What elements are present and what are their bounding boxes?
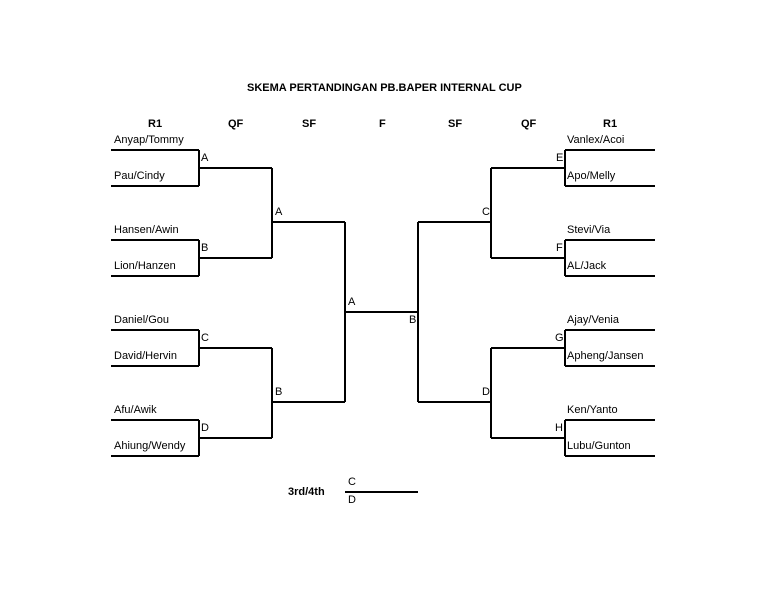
match-label: B (201, 242, 209, 254)
player-right: Stevi/Via (567, 224, 611, 236)
player-right: Apheng/Jansen (567, 350, 644, 362)
player-right: Vanlex/Acoi (567, 134, 625, 146)
player-right: Ajay/Venia (567, 314, 619, 326)
match-label: F (556, 242, 563, 254)
player-right: Lubu/Gunton (567, 440, 631, 452)
header-r1-right: R1 (603, 118, 618, 130)
match-label: B (409, 314, 417, 326)
header-sf-left: SF (302, 118, 317, 130)
match-label: A (275, 206, 283, 218)
player-right: AL/Jack (567, 260, 607, 272)
header-qf-right: QF (521, 118, 537, 130)
match-label: B (275, 386, 283, 398)
third-place-bottom: D (348, 494, 356, 506)
match-label: C (482, 206, 490, 218)
match-label: D (482, 386, 490, 398)
header-qf-left: QF (228, 118, 244, 130)
third-place-label: 3rd/4th (288, 486, 325, 498)
player-left: Pau/Cindy (114, 170, 165, 182)
player-left: Afu/Awik (114, 404, 157, 416)
match-label: H (555, 422, 563, 434)
player-left: Daniel/Gou (114, 314, 170, 326)
match-label: C (201, 332, 209, 344)
player-right: Apo/Melly (567, 170, 616, 182)
header-final: F (379, 118, 386, 130)
player-left: Hansen/Awin (114, 224, 179, 236)
player-right: Ken/Yanto (567, 404, 618, 416)
third-place-top: C (348, 476, 356, 488)
match-label: A (348, 296, 356, 308)
match-label: E (556, 152, 564, 164)
header-r1-left: R1 (148, 118, 163, 130)
player-left: Ahiung/Wendy (114, 440, 186, 452)
match-label: A (201, 152, 209, 164)
player-left: David/Hervin (114, 350, 177, 362)
player-left: Lion/Hanzen (114, 260, 176, 272)
player-left: Anyap/Tommy (114, 134, 184, 146)
page-title: SKEMA PERTANDINGAN PB.BAPER INTERNAL CUP (247, 82, 522, 94)
match-label: D (201, 422, 209, 434)
header-sf-right: SF (448, 118, 463, 130)
match-label: G (555, 332, 564, 344)
